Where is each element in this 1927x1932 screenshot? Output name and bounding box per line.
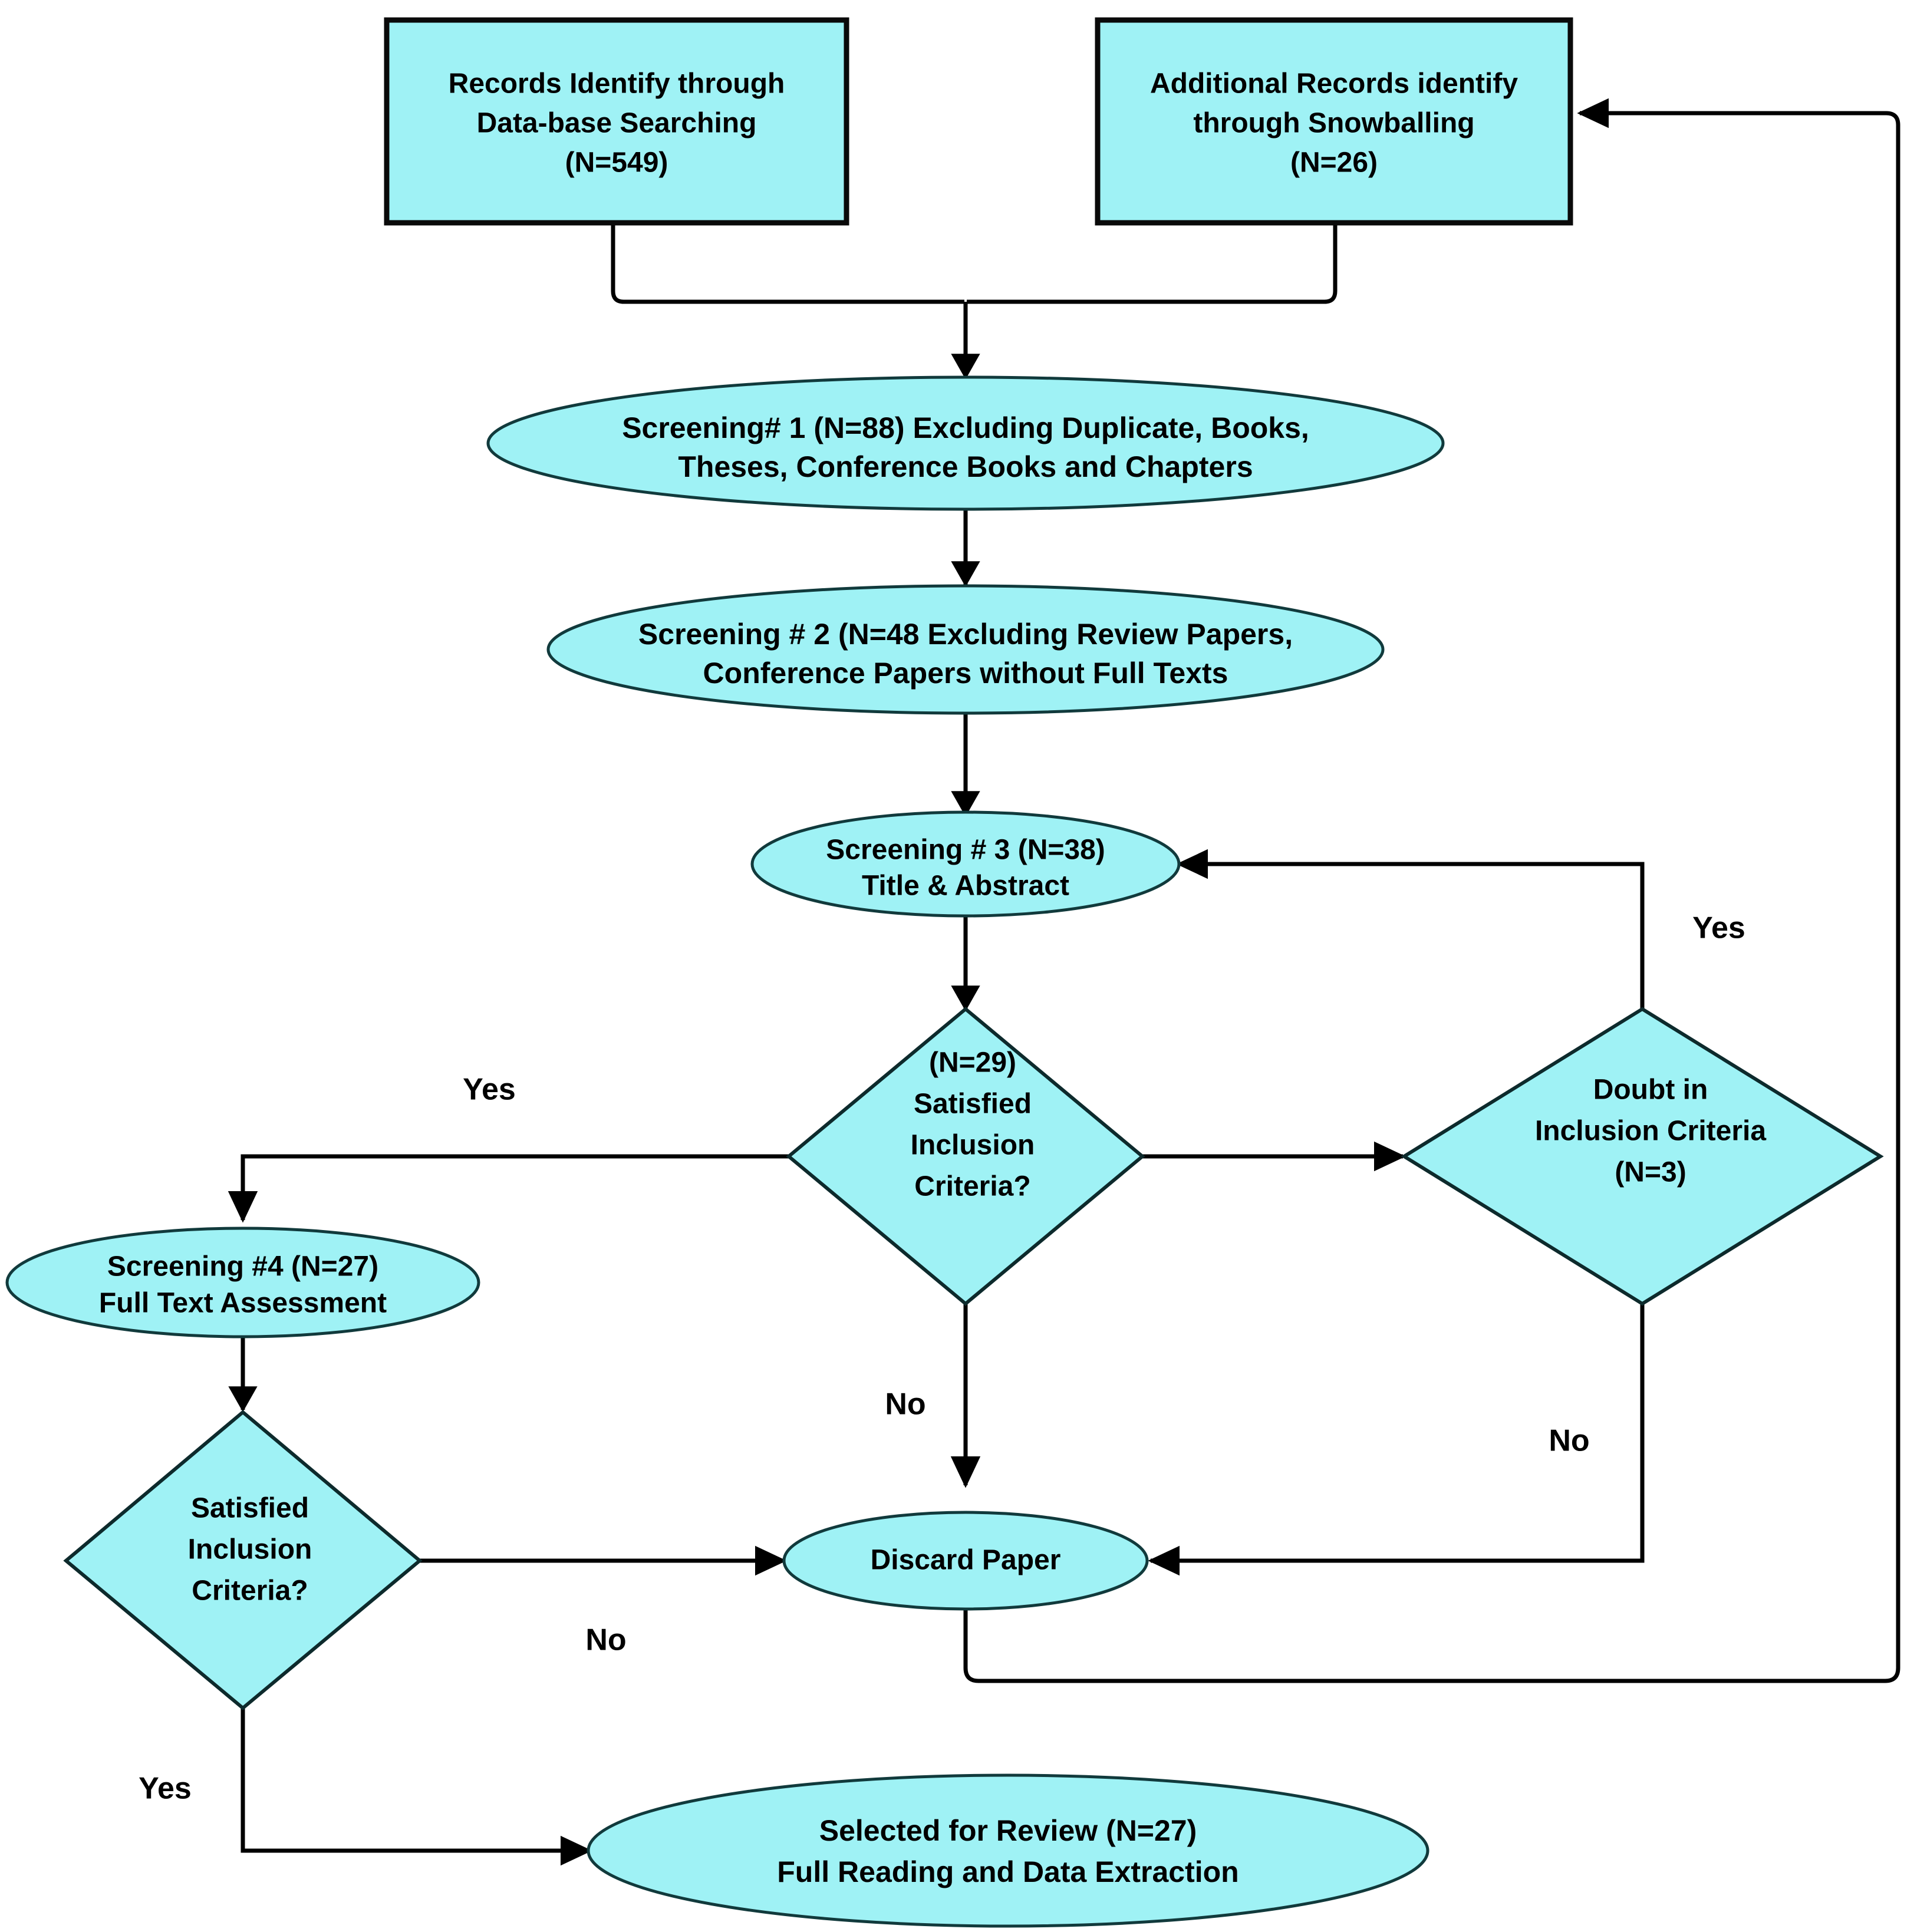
node-screening-2-line-2: Conference Papers without Full Texts <box>703 657 1228 690</box>
node-satisfied-inclusion-1[interactable]: (N=29) Satisfied Inclusion Criteria? <box>786 1007 1145 1306</box>
node-satisfied-inclusion-1-line-4: Criteria? <box>914 1171 1030 1202</box>
edge-label-yes-bottom: Yes <box>139 1772 192 1806</box>
edge-label-no-bottom: No <box>585 1623 626 1657</box>
node-screening-4-line-1: Screening #4 (N=27) <box>107 1251 378 1282</box>
node-satisfied-inclusion-2[interactable]: Satisfied Inclusion Criteria? <box>63 1410 423 1710</box>
node-satisfied-inclusion-2-line-2: Inclusion <box>188 1534 312 1565</box>
node-records-snowballing-line-1: Additional Records identify <box>1150 68 1518 100</box>
node-satisfied-inclusion-2-line-3: Criteria? <box>192 1575 308 1607</box>
node-screening-3[interactable]: Screening # 3 (N=38) Title & Abstract <box>750 810 1181 918</box>
node-records-snowballing-line-3: (N=26) <box>1290 147 1378 179</box>
node-records-database-line-1: Records Identify through <box>449 68 785 100</box>
edge-database-to-screening1 <box>611 223 964 304</box>
node-screening-1-line-2: Theses, Conference Books and Chapters <box>678 450 1253 483</box>
edge-decision2-yes-to-selected <box>241 1708 592 1866</box>
node-screening-1-line-1: Screening# 1 (N=88) Excluding Duplicate,… <box>622 411 1309 444</box>
edge-label-no-right: No <box>1549 1424 1589 1458</box>
node-records-database-line-3: (N=549) <box>565 147 668 179</box>
edge-decision1-yes-to-screening4 <box>228 1154 790 1223</box>
node-screening-2[interactable]: Screening # 2 (N=48 Excluding Review Pap… <box>546 584 1385 715</box>
node-satisfied-inclusion-2-line-1: Satisfied <box>191 1493 309 1524</box>
node-screening-4[interactable]: Screening #4 (N=27) Full Text Assessment <box>5 1227 480 1338</box>
node-records-snowballing-line-2: through Snowballing <box>1193 108 1474 139</box>
node-doubt-inclusion-line-3: (N=3) <box>1615 1157 1686 1188</box>
edge-doubt-yes-to-screening3 <box>1176 849 1645 1009</box>
edge-label-no-center: No <box>885 1387 925 1422</box>
node-records-database[interactable]: Records Identify through Data-base Searc… <box>384 17 849 226</box>
node-satisfied-inclusion-1-line-1: (N=29) <box>929 1047 1016 1079</box>
edge-label-yes-right: Yes <box>1692 911 1745 945</box>
node-doubt-inclusion-line-2: Inclusion Criteria <box>1535 1116 1766 1147</box>
node-satisfied-inclusion-1-line-3: Inclusion <box>911 1130 1035 1161</box>
edge-doubt-no-to-discard <box>1148 1304 1645 1576</box>
node-discard-paper-label: Discard Paper <box>871 1545 1061 1576</box>
node-doubt-inclusion[interactable]: Doubt in Inclusion Criteria (N=3) <box>1401 1007 1884 1306</box>
node-screening-1[interactable]: Screening# 1 (N=88) Excluding Duplicate,… <box>486 375 1445 511</box>
node-doubt-inclusion-line-1: Doubt in <box>1593 1074 1708 1106</box>
node-screening-4-line-2: Full Text Assessment <box>99 1288 387 1319</box>
node-selected-review[interactable]: Selected for Review (N=27) Full Reading … <box>587 1773 1429 1928</box>
node-selected-review-line-1: Selected for Review (N=27) <box>819 1814 1197 1847</box>
edge-discard-to-snowballing-loop <box>963 98 1900 1683</box>
node-selected-review-line-2: Full Reading and Data Extraction <box>777 1855 1238 1888</box>
node-screening-3-line-1: Screening # 3 (N=38) <box>826 835 1105 866</box>
edge-snowballing-to-screening1 <box>967 223 1338 304</box>
node-screening-3-line-2: Title & Abstract <box>862 871 1069 902</box>
node-discard-paper[interactable]: Discard Paper <box>782 1511 1149 1611</box>
node-satisfied-inclusion-1-line-2: Satisfied <box>914 1089 1032 1120</box>
node-screening-2-line-1: Screening # 2 (N=48 Excluding Review Pap… <box>638 618 1293 651</box>
edge-label-yes-left: Yes <box>463 1073 516 1107</box>
node-records-snowballing[interactable]: Additional Records identify through Snow… <box>1095 17 1573 226</box>
node-records-database-line-2: Data-base Searching <box>477 108 757 139</box>
